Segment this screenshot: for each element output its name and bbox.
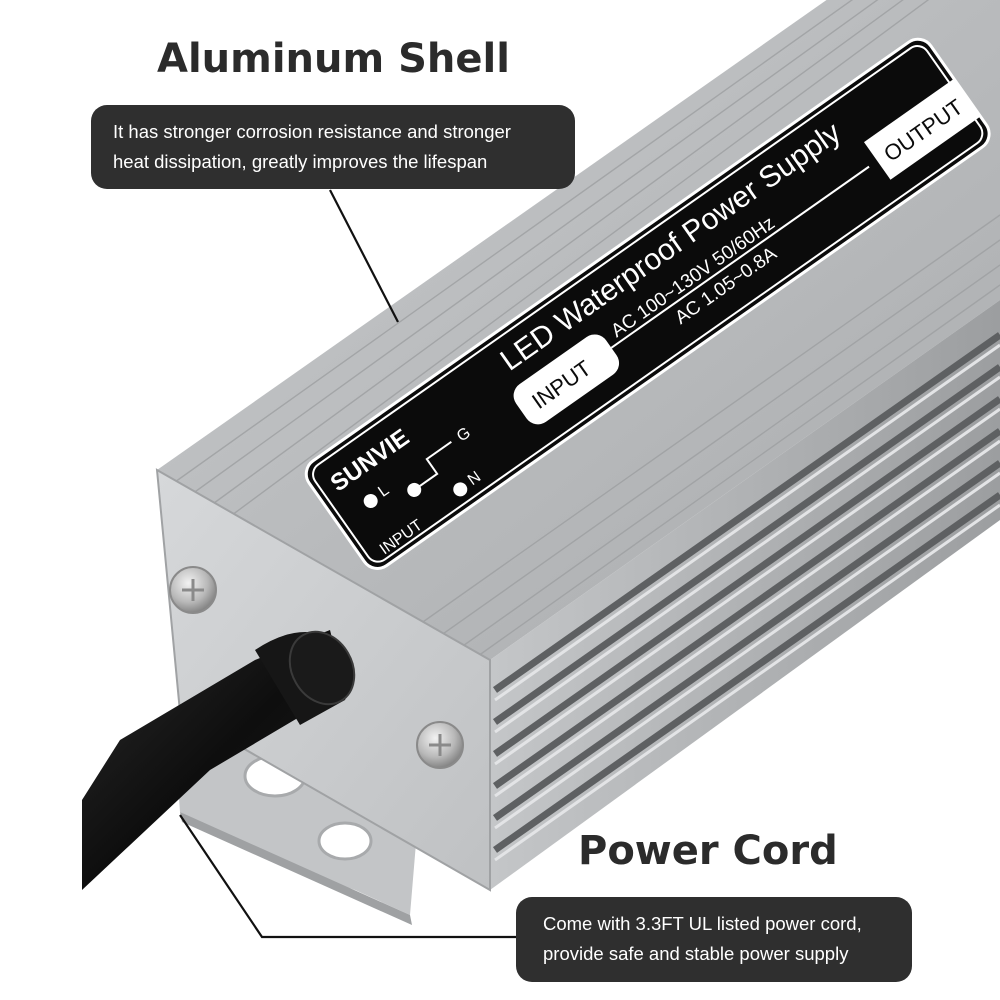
callout-text-line: It has stronger corrosion resistance and… [113,121,511,142]
callout-title-aluminum-shell: Aluminum Shell [157,36,510,82]
callout-bubble-aluminum-shell: It has stronger corrosion resistance and… [91,105,575,189]
screw-icon [416,721,464,769]
leader-line-cord [179,814,516,939]
callout-title-power-cord: Power Cord [578,828,838,874]
power-cord [82,630,356,890]
callout-text-line: heat dissipation, greatly improves the l… [113,151,488,172]
leader-line-shell [329,189,399,323]
side-fins [490,300,1000,890]
callout-bubble-power-cord: Come with 3.3FT UL listed power cord, pr… [516,897,912,982]
callout-text-line: Come with 3.3FT UL listed power cord, [543,913,862,934]
screw-icon [169,566,217,614]
callout-text-line: provide safe and stable power supply [543,943,849,964]
